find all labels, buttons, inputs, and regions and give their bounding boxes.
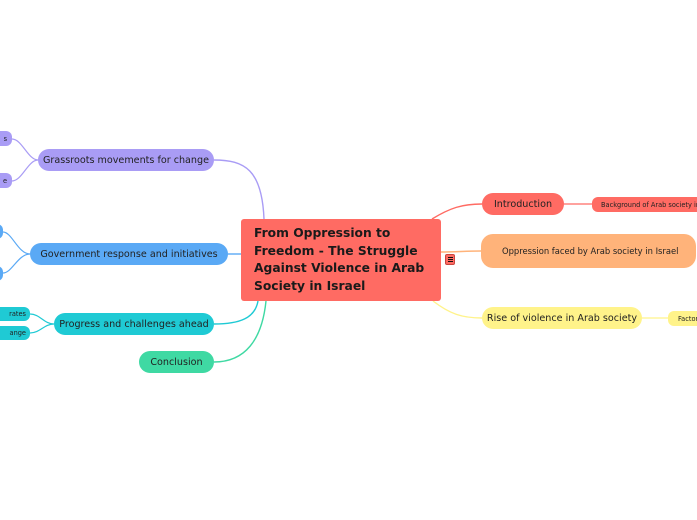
topic-conclusion-label: Conclusion [150,356,203,368]
connector-government-children [2,231,31,274]
topic-introduction-label: Introduction [493,198,553,210]
notes-icon[interactable] [445,254,455,265]
central-topic[interactable]: From Oppression to Freedom - The Struggl… [241,219,441,301]
subtopic-rise-1-label: Factors [678,314,697,323]
subtopic-government-2[interactable] [0,266,3,281]
topic-introduction[interactable]: Introduction [482,193,564,215]
subtopic-progress-1-label: rates [9,310,26,318]
connector-progress-children [29,313,55,334]
connector-oppression [440,250,482,253]
subtopic-progress-1[interactable]: rates [0,307,30,321]
central-topic-label: From Oppression to Freedom - The Struggl… [254,226,425,293]
topic-grassroots[interactable]: Grassroots movements for change [38,149,214,171]
topic-rise[interactable]: Rise of violence in Arab society [482,307,642,329]
subtopic-grassroots-2-label: e [2,176,7,185]
topic-conclusion[interactable]: Conclusion [139,351,214,373]
connector-introduction [431,203,483,220]
topic-government-label: Government response and initiatives [40,248,218,260]
subtopic-grassroots-1-label: s [3,134,7,143]
subtopic-introduction-1-label: Background of Arab society in [601,200,697,209]
subtopic-grassroots-2[interactable]: e [0,173,12,188]
topic-progress-label: Progress and challenges ahead [59,318,209,330]
subtopic-grassroots-1[interactable]: s [0,131,12,146]
topic-oppression[interactable]: Oppression faced by Arab society in Isra… [481,234,696,268]
connector-rise [432,300,483,319]
connector-conclusion [213,300,267,363]
topic-oppression-label: Oppression faced by Arab society in Isra… [502,246,679,256]
topic-grassroots-label: Grassroots movements for change [42,154,210,166]
topic-government[interactable]: Government response and initiatives [30,243,228,265]
subtopic-introduction-1[interactable]: Background of Arab society in [592,197,697,212]
connector-grassroots [213,159,265,220]
connector-grassroots-children [11,138,39,182]
topic-progress[interactable]: Progress and challenges ahead [54,313,214,335]
topic-rise-label: Rise of violence in Arab society [486,312,638,324]
subtopic-progress-2-label: ange [9,329,26,337]
subtopic-rise-1[interactable]: Factors [668,311,697,326]
subtopic-progress-2[interactable]: ange [0,326,30,340]
subtopic-government-1[interactable] [0,224,3,239]
connector-progress [213,300,259,325]
